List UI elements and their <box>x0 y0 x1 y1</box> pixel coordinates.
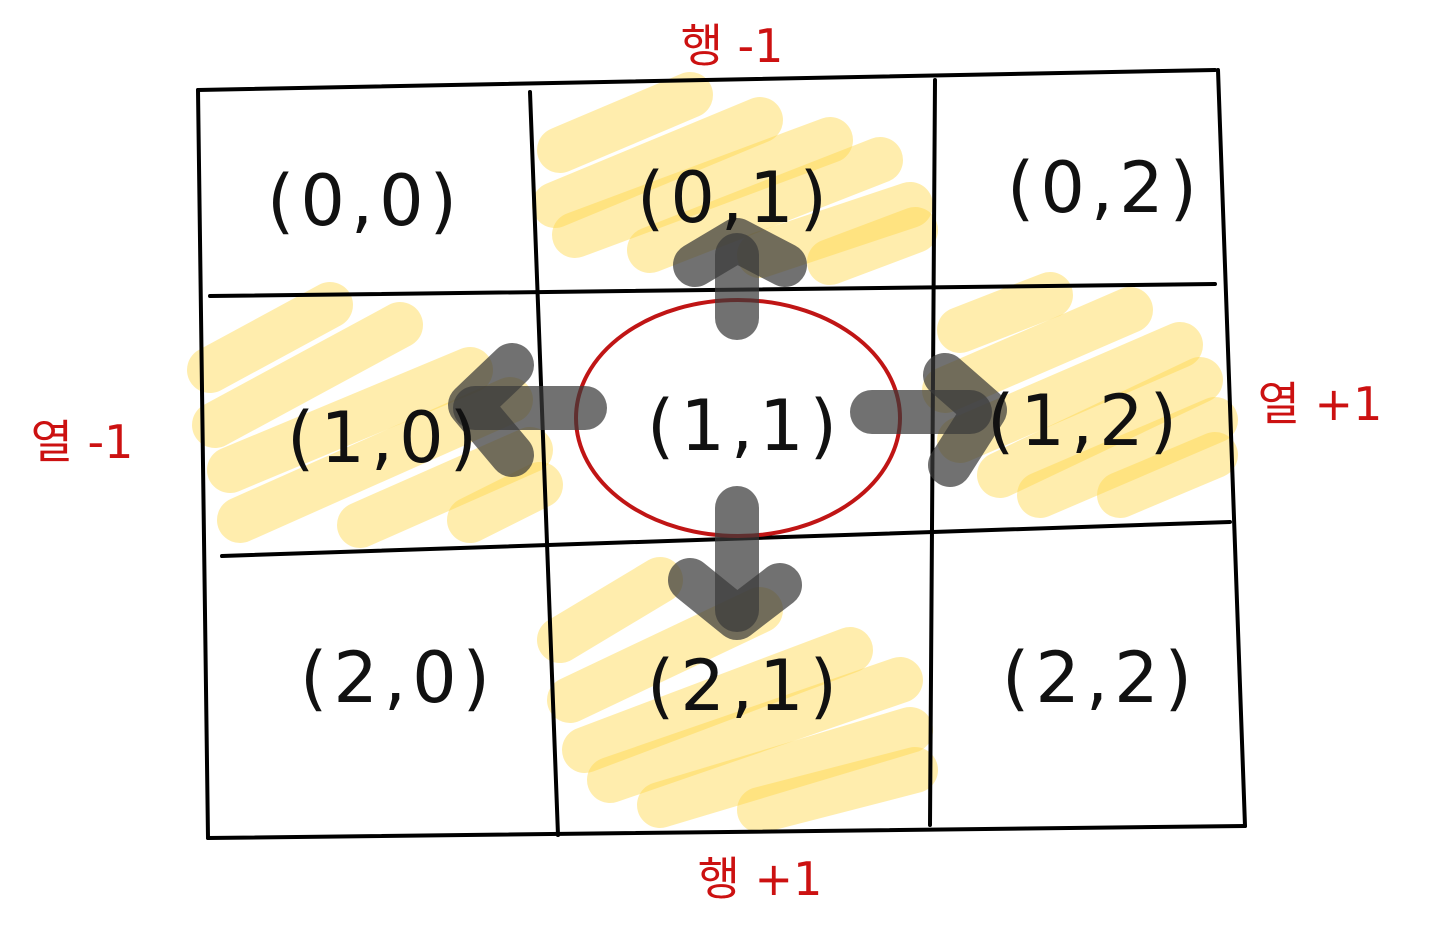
grid-top-border <box>196 68 1217 92</box>
cell-label-2-1: (2,1) <box>647 645 843 727</box>
arrow-right <box>850 353 1007 487</box>
grid-bottom-border <box>206 824 1247 840</box>
direction-label-down: 행 +1 <box>698 852 823 906</box>
highlight-layer <box>187 72 1238 833</box>
grid-col-divider-1 <box>528 90 560 837</box>
arrow-down <box>668 486 802 640</box>
cell-label-0-1: (0,1) <box>637 157 833 239</box>
cell-label-1-1: (1,1) <box>647 385 843 467</box>
grid-left-border <box>196 88 210 840</box>
arrow-left <box>448 343 607 477</box>
direction-label-right: 열 +1 <box>1258 377 1383 431</box>
grid-right-border <box>1216 68 1247 828</box>
highlight-cell-2-1 <box>537 557 938 833</box>
cell-label-2-0: (2,0) <box>300 637 496 719</box>
grid-row-divider-1 <box>208 282 1217 298</box>
cell-label-0-0: (0,0) <box>267 160 463 242</box>
cell-labels: (0,0) (0,1) (0,2) (1,0) (1,1) (1,2) (2,0… <box>267 147 1203 727</box>
direction-label-up: 행 -1 <box>681 19 784 73</box>
cell-label-1-2: (1,2) <box>987 380 1183 462</box>
direction-label-left: 열 -1 <box>31 415 134 469</box>
cell-label-2-2: (2,2) <box>1002 637 1198 719</box>
cell-label-0-2: (0,2) <box>1007 147 1203 229</box>
cell-label-1-0: (1,0) <box>287 397 483 479</box>
arrows <box>448 218 1007 640</box>
arrow-up <box>673 218 807 340</box>
direction-labels: 행 -1 행 +1 열 -1 열 +1 <box>31 19 1383 906</box>
